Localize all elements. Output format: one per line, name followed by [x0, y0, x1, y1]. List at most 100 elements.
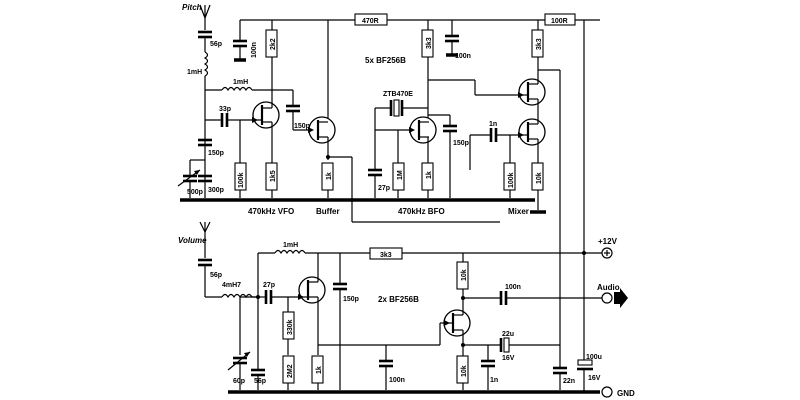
vfo-1mh-label: 1mH — [233, 79, 248, 86]
volume-label: Volume — [178, 236, 207, 245]
volume-4mh7-inductor — [221, 293, 253, 299]
vfo-150p-label-a: 150p — [208, 150, 224, 157]
mixer-1n-capacitor — [489, 128, 498, 142]
bottom-22u-voltage: 16V — [502, 355, 515, 362]
bottom-3k3-label: 3k3 — [380, 252, 392, 259]
mixer-3k3-label: 3k3 — [536, 38, 543, 50]
vfo-150p-label-c: 150p — [294, 123, 310, 130]
volume-60p-variable-capacitor — [227, 351, 251, 371]
vfo-2k2-resistor — [265, 29, 278, 58]
bfo-1k-label: 1k — [426, 171, 433, 179]
bottom-fet-1-transistor — [298, 276, 326, 304]
pitch-1mh-label: 1mH — [187, 69, 202, 76]
pitch-500p-variable-capacitor — [177, 169, 201, 187]
bottom-1n-label: 1n — [490, 377, 498, 384]
supply-100r-resistor — [544, 13, 576, 26]
bfo-crystal-resonator — [389, 99, 404, 117]
pitch-500p-label: 500p — [187, 189, 203, 196]
bfo-27p-label: 27p — [378, 185, 390, 192]
mixer-fet-lower-transistor — [518, 118, 546, 146]
mixer-100k-label: 100k — [508, 172, 515, 188]
bottom-10k-label-a: 10k — [461, 269, 468, 281]
bottom-150p-capacitor — [333, 282, 347, 291]
bottom-22n-capacitor — [553, 366, 567, 375]
fet-bottom-label: 2x BF256B — [378, 295, 419, 304]
audio-label: Audio — [597, 283, 620, 292]
pitch-56p-label: 56p — [210, 41, 222, 48]
bfo-3k3-label: 3k3 — [426, 37, 433, 49]
audio-output-terminal — [601, 288, 628, 308]
vfo-150p-capacitor-c — [286, 104, 300, 113]
plus12v-terminal — [601, 247, 613, 259]
supply-100u-voltage: 16V — [588, 375, 601, 382]
mixer-10k-label: 10k — [536, 172, 543, 184]
pitch-label: Pitch — [182, 3, 202, 12]
plus12v-label: +12V — [598, 237, 618, 246]
supply-100r-label: 100R — [551, 18, 568, 25]
bottom-1mh-label: 1mH — [283, 242, 298, 249]
bottom-27p-capacitor — [264, 290, 273, 304]
bottom-100n-label-a: 100n — [389, 377, 405, 384]
vfo-label: 470kHz VFO — [248, 207, 294, 216]
vfo-300p-label: 300p — [208, 187, 224, 194]
bottom-150p-label: 150p — [343, 296, 359, 303]
vfo-150p-capacitor-a — [198, 138, 212, 147]
volume-antenna-icon — [199, 221, 211, 258]
gnd-terminal — [601, 386, 613, 398]
supply-100n-label-a: 100n — [251, 42, 258, 58]
bottom-22n-label: 22n — [563, 378, 575, 385]
vfo-1k5-label: 1k5 — [270, 170, 277, 182]
audio-100n-capacitor — [499, 291, 508, 305]
supply-100n-label-b: 100n — [455, 53, 471, 60]
supply-100n-capacitor-a — [233, 39, 247, 48]
bottom-27p-label: 27p — [263, 282, 275, 289]
volume-60p-label: 60p — [233, 378, 245, 385]
mixer-1n-label: 1n — [489, 121, 497, 128]
bottom-22u-label: 22u — [502, 331, 514, 338]
bottom-10k-label-b: 10k — [461, 365, 468, 377]
supply-470r-label: 470R — [362, 18, 379, 25]
vfo-1mh-inductor — [221, 86, 253, 92]
bottom-56p-capacitor — [251, 368, 265, 377]
bfo-150p-label-d: 150p — [453, 140, 469, 147]
pitch-56p-capacitor — [198, 30, 212, 52]
bottom-22u-electrolytic-capacitor — [499, 337, 510, 353]
bfo-150p-capacitor-d — [443, 124, 457, 133]
pitch-antenna-icon — [199, 4, 211, 30]
bottom-330k-label: 330k — [287, 319, 294, 335]
volume-4mh7-label: 4mH7 — [222, 282, 241, 289]
bottom-2m2-label: 2M2 — [287, 364, 294, 378]
bottom-fet-2-transistor — [443, 309, 471, 337]
bottom-1k-label: 1k — [316, 366, 323, 374]
bfo-xtal-label: ZTB470E — [383, 91, 413, 98]
gnd-label: GND — [617, 389, 635, 398]
bottom-100n-capacitor-a — [379, 359, 393, 368]
bfo-fet-transistor — [409, 116, 437, 144]
vfo-fet-transistor — [240, 101, 280, 129]
bfo-label: 470kHz BFO — [398, 207, 445, 216]
bfo-27p-capacitor — [368, 168, 382, 177]
supply-100u-electrolytic-capacitor — [577, 359, 593, 371]
bottom-1n-capacitor — [481, 359, 495, 368]
audio-100n-label: 100n — [505, 284, 521, 291]
fet-top-label: 5x BF256B — [365, 56, 406, 65]
pitch-1mh-inductor — [203, 51, 209, 77]
volume-56p-capacitor — [198, 258, 212, 267]
mixer-label: Mixer — [508, 207, 529, 216]
vfo-2k2-label: 2k2 — [270, 38, 277, 50]
buffer-fet-transistor — [308, 116, 336, 144]
supply-470r-resistor — [354, 13, 388, 26]
mixer-fet-upper-transistor — [518, 78, 546, 106]
volume-56p-label: 56p — [210, 272, 222, 279]
supply-100n-capacitor-b — [445, 34, 459, 43]
vfo-100k-label: 100k — [238, 172, 245, 188]
vfo-300p-capacitor — [198, 174, 212, 183]
vfo-33p-label: 33p — [219, 106, 231, 113]
buffer-1k-label: 1k — [326, 172, 333, 180]
vfo-33p-capacitor — [220, 113, 229, 127]
bottom-1mh-inductor — [274, 249, 306, 255]
bottom-56p-label: 56p — [254, 378, 266, 385]
supply-100u-label: 100u — [586, 354, 602, 361]
